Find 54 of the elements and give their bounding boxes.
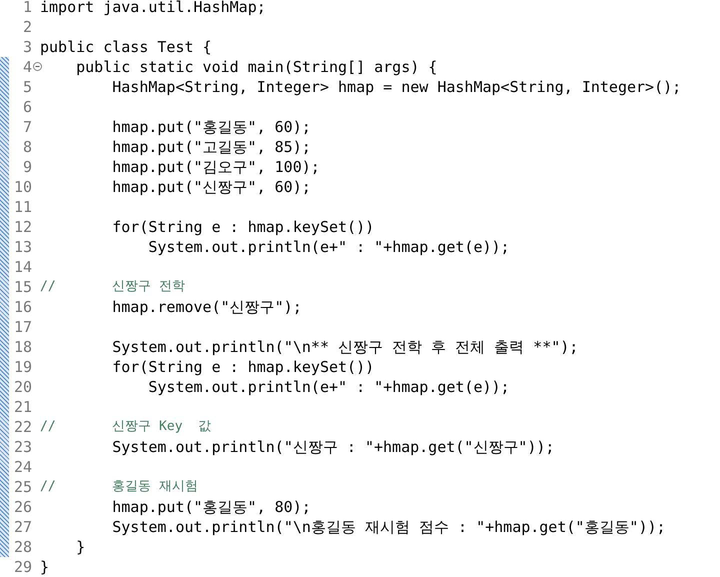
line-number: 6 xyxy=(22,97,32,117)
code-comment: // xyxy=(40,418,56,436)
code-line: hmap.remove("신짱구"); xyxy=(112,297,302,317)
code-line: public static void main(String[] args) { xyxy=(76,57,438,77)
line-number: 22 xyxy=(12,417,32,437)
line-number: 25 xyxy=(12,477,32,497)
code-line: hmap.put("홍길동", 60); xyxy=(112,117,311,137)
line-number: 1 xyxy=(22,0,32,17)
code-comment: 신짱구 전학 xyxy=(112,278,186,296)
code-line: System.out.println(e+" : "+hmap.get(e)); xyxy=(148,377,510,397)
line-number: 10 xyxy=(12,177,32,197)
line-number: 29 xyxy=(12,557,32,577)
code-line: System.out.println(e+" : "+hmap.get(e)); xyxy=(148,237,510,257)
code-line: System.out.println("신짱구 : "+hmap.get("신짱구")); xyxy=(112,437,554,457)
line-number: 4 xyxy=(22,57,32,77)
code-line: HashMap<String, Integer> hmap = new HashMap<String, Integer>(); xyxy=(112,77,682,97)
line-number: 12 xyxy=(12,217,32,237)
code-line: System.out.println("\n홍길동 재시험 점수 : "+hmap.get("홍길동")); xyxy=(112,517,666,537)
line-number: 23 xyxy=(12,437,32,457)
line-number: 28 xyxy=(12,537,32,557)
line-number: 7 xyxy=(22,117,32,137)
code-line: System.out.println("\n** 신짱구 전학 후 전체 출력 **"); xyxy=(112,337,578,357)
line-number: 17 xyxy=(12,317,32,337)
code-comment: 신짱구 Key 값 xyxy=(112,418,212,436)
line-number: 13 xyxy=(12,237,32,257)
code-line: import java.util.HashMap; xyxy=(40,0,266,17)
line-number: 8 xyxy=(22,137,32,157)
code-line: hmap.put("신짱구", 60); xyxy=(112,177,311,197)
line-number: 20 xyxy=(12,377,32,397)
line-number: 5 xyxy=(22,77,32,97)
line-number: 18 xyxy=(12,337,32,357)
code-comment: 홍길동 재시험 xyxy=(112,478,198,496)
line-number: 14 xyxy=(12,257,32,277)
line-number: 24 xyxy=(12,457,32,477)
line-number: 11 xyxy=(12,197,32,217)
code-comment: // xyxy=(40,478,56,496)
line-number: 27 xyxy=(12,517,32,537)
code-line: public class Test { xyxy=(40,37,212,57)
line-number: 9 xyxy=(22,157,32,177)
code-line: for(String e : hmap.keySet()) xyxy=(112,357,374,377)
code-line: } xyxy=(40,557,50,577)
line-number: 19 xyxy=(12,357,32,377)
line-number: 15 xyxy=(12,277,32,297)
line-number: 16 xyxy=(12,297,32,317)
code-line: for(String e : hmap.keySet()) xyxy=(112,217,374,237)
code-comment: // xyxy=(40,278,56,296)
line-number: 3 xyxy=(22,37,32,57)
code-line: hmap.put("김오구", 100); xyxy=(112,157,320,177)
code-line: hmap.put("홍길동", 80); xyxy=(112,497,311,517)
code-line: hmap.put("고길동", 85); xyxy=(112,137,311,157)
line-number: 2 xyxy=(22,17,32,37)
line-number: 26 xyxy=(12,497,32,517)
line-number: 21 xyxy=(12,397,32,417)
code-line: } xyxy=(76,537,86,557)
